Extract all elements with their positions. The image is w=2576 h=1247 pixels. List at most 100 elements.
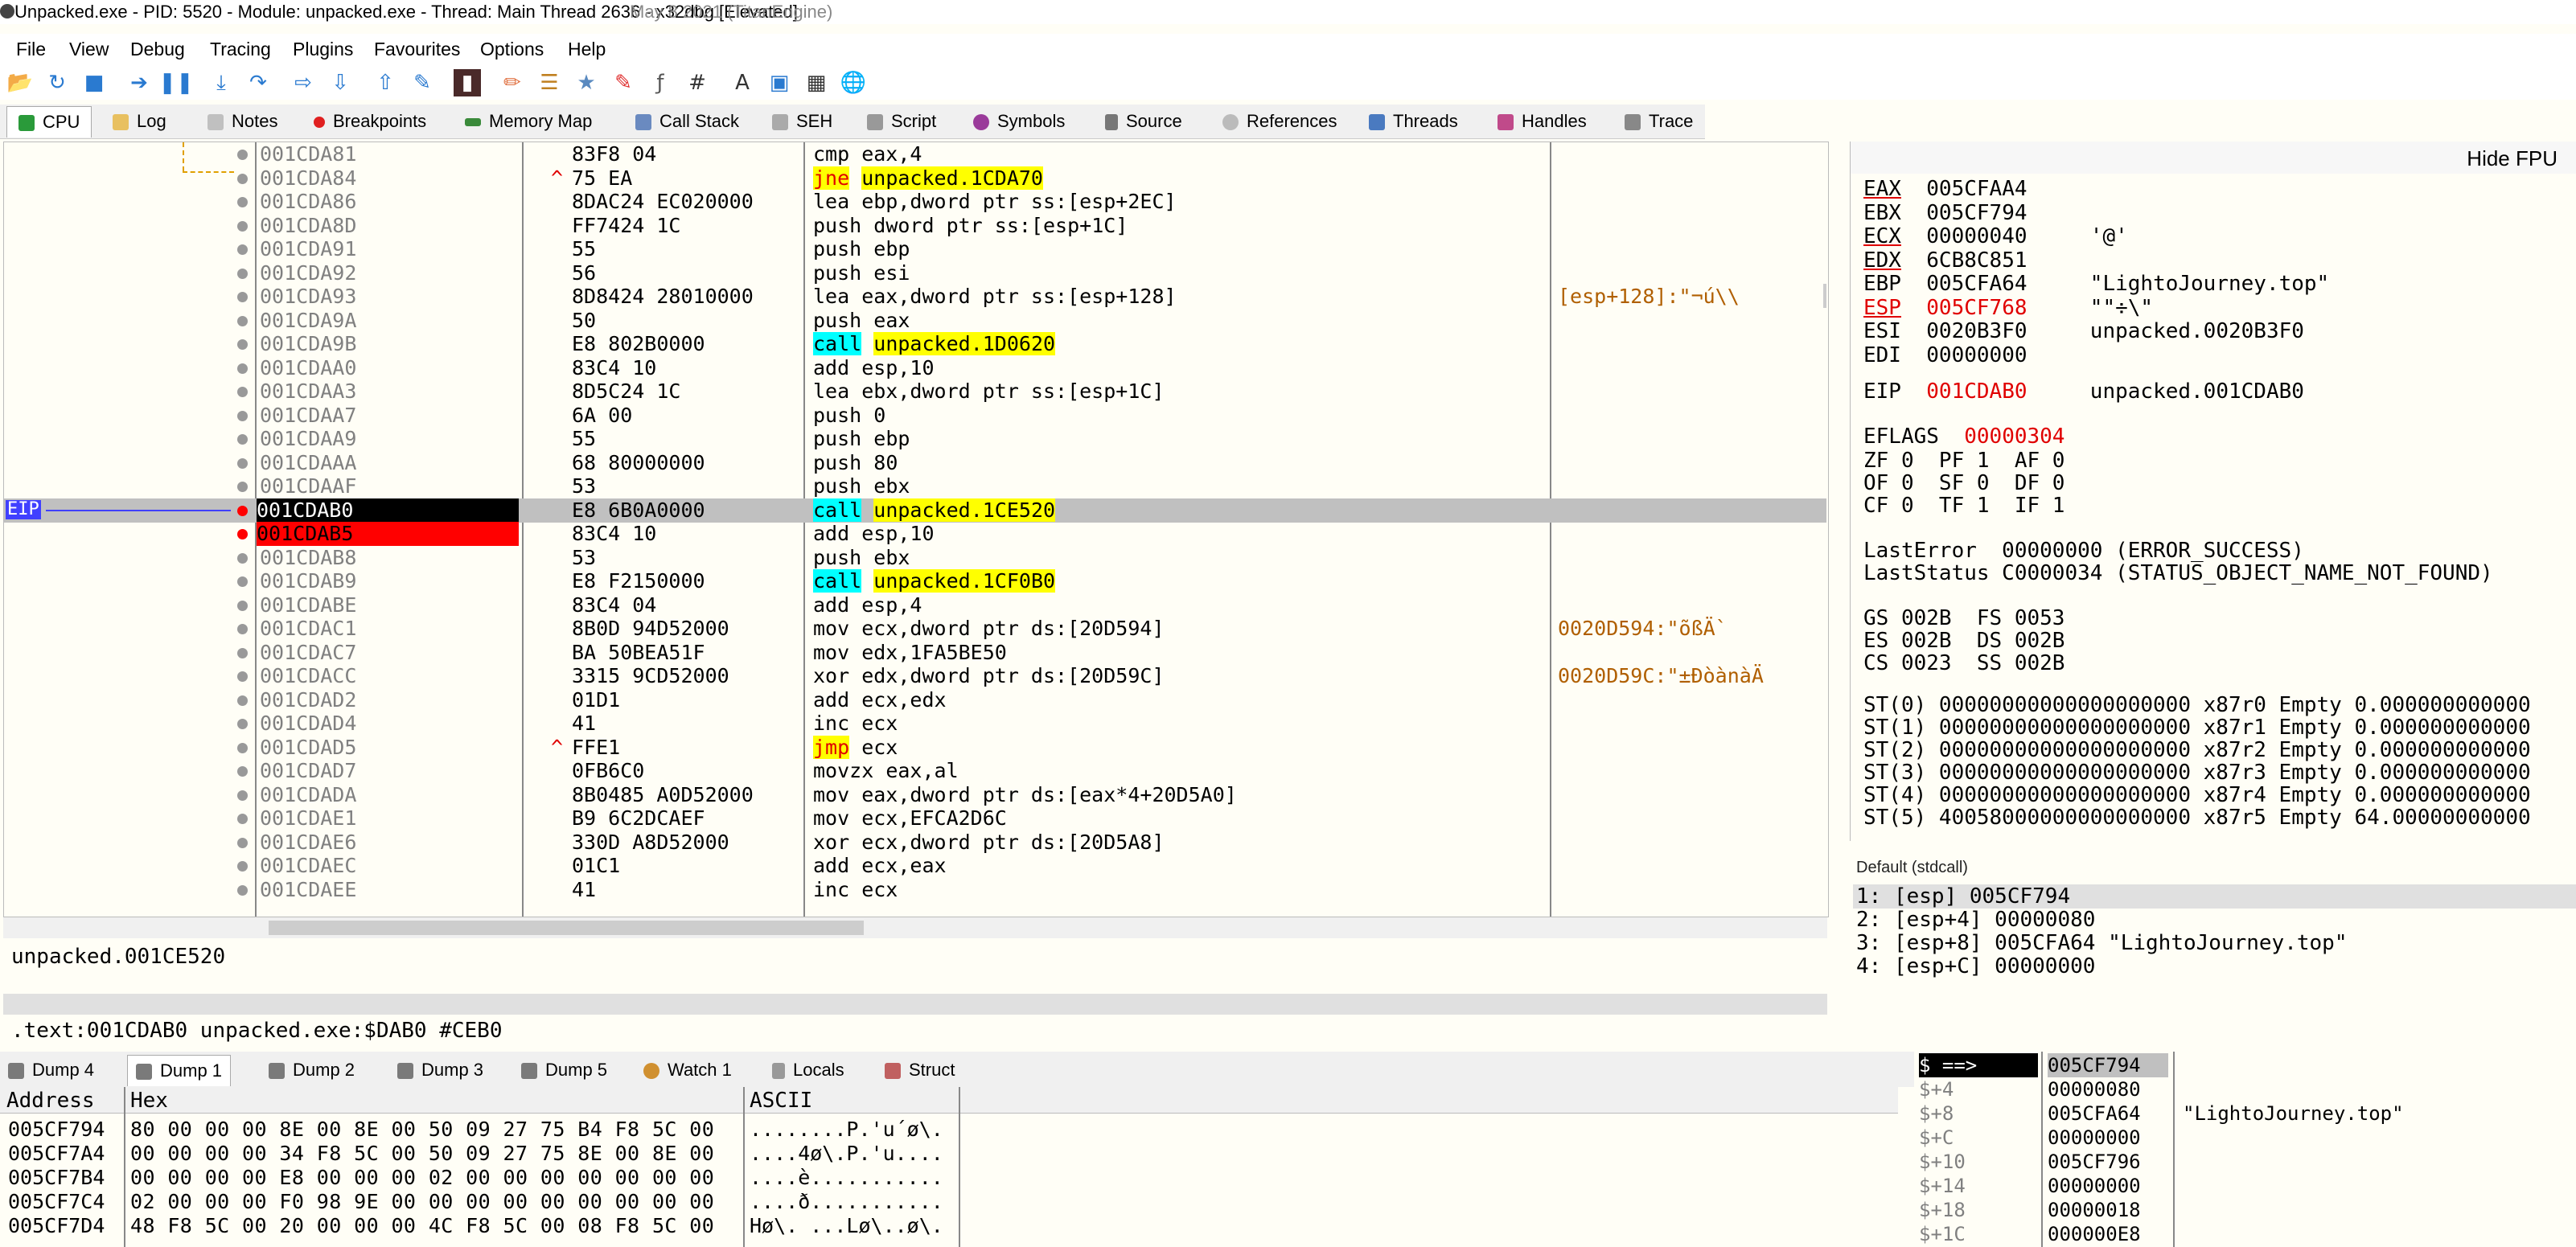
bookmarks-icon[interactable]: ✎	[614, 71, 632, 95]
register-row[interactable]: EBP 005CFA64 "LightoJourney.top"	[1863, 272, 2329, 296]
call-arg-row[interactable]: 3: [esp+8] 005CFA64 "LightoJourney.top"	[1856, 931, 2348, 955]
menu-help[interactable]: Help	[568, 39, 606, 59]
register-value[interactable]: 00000040	[1926, 224, 2028, 248]
menu-file[interactable]: File	[16, 39, 47, 59]
patch-icon[interactable]: ✏	[503, 71, 521, 95]
tab-script[interactable]: Script	[867, 106, 936, 137]
font-icon[interactable]: A	[735, 71, 750, 95]
register-value[interactable]: 0020B3F0	[1926, 319, 2028, 343]
register-row[interactable]: EAX 005CFAA4	[1863, 177, 2028, 201]
dump-hex[interactable]: 02 00 00 00 F0 98 9E 00 00 00 00 00 00 0…	[130, 1190, 715, 1213]
breakpoint-dot[interactable]	[237, 576, 248, 587]
breakpoint-dot[interactable]	[237, 482, 248, 492]
tab-dump-4[interactable]: Dump 4	[8, 1055, 94, 1085]
fpu-row[interactable]: ST(4) 00000000000000000000 x87r4 Empty 0…	[1863, 783, 2531, 807]
scrollbar-thumb[interactable]	[269, 921, 864, 935]
breakpoint-dot[interactable]	[237, 292, 248, 302]
tab-breakpoints[interactable]: Breakpoints	[314, 106, 426, 137]
call-arg-row[interactable]: 1: [esp] 005CF794	[1853, 884, 2576, 909]
hash-icon[interactable]: #	[688, 71, 706, 95]
breakpoint-dot[interactable]	[237, 790, 248, 801]
register-row[interactable]: EBX 005CF794	[1863, 201, 2028, 225]
register-row[interactable]: ECX 00000040 '@'	[1863, 224, 2128, 248]
calculator-icon[interactable]: ▦	[806, 71, 827, 95]
dump-hex[interactable]: 00 00 00 00 34 F8 5C 00 50 09 27 75 8E 0…	[130, 1142, 715, 1165]
tab-symbols[interactable]: Symbols	[973, 106, 1065, 137]
breakpoint-dot[interactable]	[237, 695, 248, 706]
fpu-row[interactable]: ST(3) 00000000000000000000 x87r3 Empty 0…	[1863, 761, 2531, 785]
menu-options[interactable]: Options	[480, 39, 544, 59]
stack-value[interactable]: 00000000	[2048, 1175, 2141, 1197]
breakpoint-dot[interactable]	[237, 861, 248, 872]
labels-icon[interactable]: ★	[577, 71, 596, 95]
breakpoint-dot[interactable]	[237, 719, 248, 729]
breakpoint-dot[interactable]	[237, 315, 248, 326]
tab-dump-3[interactable]: Dump 3	[397, 1055, 483, 1085]
tab-source[interactable]: Source	[1105, 106, 1182, 137]
settings-icon[interactable]: ▣	[769, 71, 790, 95]
register-row[interactable]: EIP 001CDAB0 unpacked.001CDAB0	[1863, 379, 2304, 404]
close-icon[interactable]: ■	[84, 71, 105, 95]
tab-dump-2[interactable]: Dump 2	[269, 1055, 355, 1085]
tab-trace[interactable]: Trace	[1625, 106, 1693, 137]
breakpoint-dot[interactable]	[237, 624, 248, 634]
fpu-row[interactable]: ST(1) 00000000000000000000 x87r1 Empty 0…	[1863, 716, 2531, 740]
dump-hex[interactable]: 80 00 00 00 8E 00 8E 00 50 09 27 75 B4 F…	[130, 1118, 715, 1141]
tab-memory-map[interactable]: Memory Map	[465, 106, 592, 137]
execute-till-return-icon[interactable]: ⇧	[376, 71, 394, 95]
register-row[interactable]: ESP 005CF768 ""÷\"	[1863, 296, 2153, 320]
stack-value[interactable]: 000000E8	[2048, 1223, 2141, 1245]
breakpoint-dot[interactable]	[237, 387, 248, 397]
breakpoint-dot[interactable]	[237, 363, 248, 374]
fpu-row[interactable]: ST(5) 40058000000000000000 x87r5 Empty 6…	[1863, 806, 2531, 830]
breakpoint-dot[interactable]	[237, 457, 248, 469]
address-header[interactable]: Address	[6, 1089, 95, 1113]
run-to-user-code-icon[interactable]: ✎	[413, 71, 431, 95]
breakpoint-dot[interactable]	[237, 647, 248, 658]
step-into-icon[interactable]: ⤓	[216, 70, 226, 95]
breakpoint-dot[interactable]	[237, 244, 248, 255]
menu-view[interactable]: View	[69, 39, 109, 59]
globe-icon[interactable]: 🌐	[840, 71, 867, 95]
breakpoint-dot[interactable]	[237, 505, 248, 516]
tab-dump-5[interactable]: Dump 5	[521, 1055, 607, 1085]
breakpoint-dot[interactable]	[237, 220, 248, 232]
menu-tracing[interactable]: Tracing	[210, 39, 271, 59]
tab-references[interactable]: References	[1222, 106, 1337, 137]
breakpoint-dot[interactable]	[237, 339, 248, 350]
breakpoint-dot[interactable]	[237, 434, 248, 445]
fpu-row[interactable]: ST(2) 00000000000000000000 x87r2 Empty 0…	[1863, 738, 2531, 762]
breakpoint-dot[interactable]	[237, 884, 248, 896]
register-value[interactable]: 005CF768	[1926, 295, 2028, 320]
stack-value[interactable]: 00000000	[2048, 1126, 2141, 1149]
flags-row[interactable]: OF 0 SF 0 DF 0	[1863, 471, 2065, 495]
breakpoint-dot[interactable]	[237, 197, 248, 207]
tab-threads[interactable]: Threads	[1369, 106, 1458, 137]
menu-plugins[interactable]: Plugins	[293, 39, 354, 59]
hex-header[interactable]: Hex	[130, 1089, 168, 1113]
flags-row[interactable]: ZF 0 PF 1 AF 0	[1863, 449, 2065, 473]
menu-favourites[interactable]: Favourites	[374, 39, 461, 59]
stack-value[interactable]: 00000018	[2048, 1199, 2141, 1221]
